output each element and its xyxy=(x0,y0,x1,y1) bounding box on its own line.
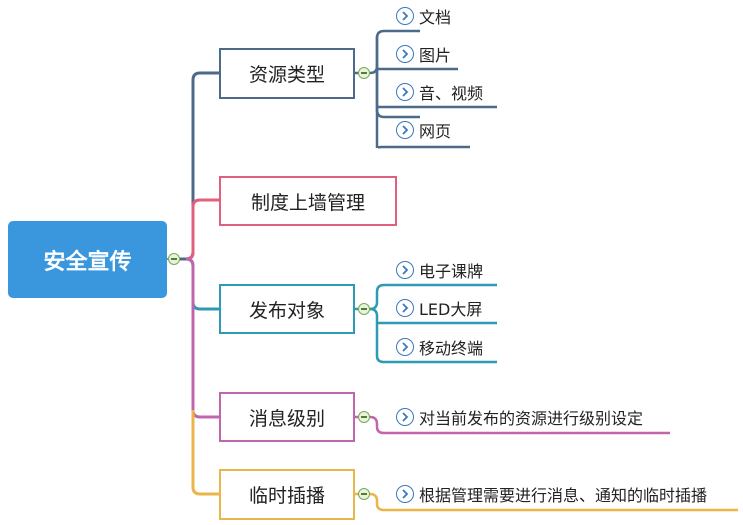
connector-branch-5 xyxy=(191,410,220,496)
branch-node-publish-target[interactable]: 发布对象 xyxy=(219,284,355,334)
branch-label: 制度上墙管理 xyxy=(250,191,365,214)
collapse-minus-icon[interactable] xyxy=(358,303,370,315)
leaf-label: 移动终端 xyxy=(419,339,484,358)
branch-label: 消息级别 xyxy=(248,407,325,430)
leaf-label: 网页 xyxy=(419,122,452,141)
leaf-connector-5 xyxy=(355,492,738,512)
leaf-label: 音、视频 xyxy=(419,84,484,103)
leaf-item[interactable]: 电子课牌 xyxy=(396,259,483,281)
leaf-item[interactable]: 对当前发布的资源进行级别设定 xyxy=(396,406,643,428)
collapse-minus-icon[interactable] xyxy=(358,488,370,500)
chevron-circle-icon xyxy=(396,7,414,25)
chevron-circle-icon xyxy=(396,261,414,279)
collapse-minus-icon[interactable] xyxy=(358,411,370,423)
leaf-label: LED大屏 xyxy=(419,300,483,319)
connector-branch-4 xyxy=(185,257,220,419)
leaf-item[interactable]: 图片 xyxy=(396,43,451,65)
collapse-minus-icon[interactable] xyxy=(168,253,180,265)
branch-label: 发布对象 xyxy=(248,299,325,322)
leaf-label: 电子课牌 xyxy=(419,262,484,281)
leaf-label: 文档 xyxy=(419,8,452,27)
branch-node-resource-type[interactable]: 资源类型 xyxy=(219,48,355,99)
leaf-item[interactable]: 音、视频 xyxy=(396,81,483,103)
leaf-item[interactable]: 移动终端 xyxy=(396,336,483,358)
leaf-label: 对当前发布的资源进行级别设定 xyxy=(419,409,644,428)
collapse-minus-icon[interactable] xyxy=(358,67,370,79)
chevron-circle-icon xyxy=(396,338,414,356)
connector-branch-1 xyxy=(174,71,220,261)
branch-label: 临时插播 xyxy=(248,485,325,507)
branch-node-message-level[interactable]: 消息级别 xyxy=(219,392,355,442)
chevron-circle-icon xyxy=(396,45,414,63)
chevron-circle-icon xyxy=(396,485,414,503)
leaf-label: 图片 xyxy=(419,46,452,65)
connector-branch-3 xyxy=(185,257,220,311)
leaf-item[interactable]: 根据管理需要进行消息、通知的临时插播 xyxy=(396,483,707,505)
branch-label: 资源类型 xyxy=(248,64,325,86)
leaf-item[interactable]: 网页 xyxy=(396,119,451,141)
connector-branch-2 xyxy=(185,198,220,261)
branch-node-policy-wall[interactable]: 制度上墙管理 xyxy=(219,176,397,226)
chevron-circle-icon xyxy=(396,408,414,426)
branch-node-temp-insert[interactable]: 临时插播 xyxy=(219,469,355,520)
root-node[interactable]: 安全宣传 xyxy=(8,221,167,298)
chevron-circle-icon xyxy=(396,83,414,101)
chevron-circle-icon xyxy=(396,299,414,317)
leaf-connectors-1 xyxy=(355,29,497,149)
leaf-item[interactable]: LED大屏 xyxy=(396,297,482,319)
leaf-label: 根据管理需要进行消息、通知的临时插播 xyxy=(419,486,708,505)
chevron-circle-icon xyxy=(396,121,414,139)
root-label: 安全宣传 xyxy=(43,249,132,275)
leaf-connectors-3 xyxy=(355,283,497,364)
leaf-connector-4 xyxy=(355,415,670,435)
leaf-item[interactable]: 文档 xyxy=(396,5,451,27)
